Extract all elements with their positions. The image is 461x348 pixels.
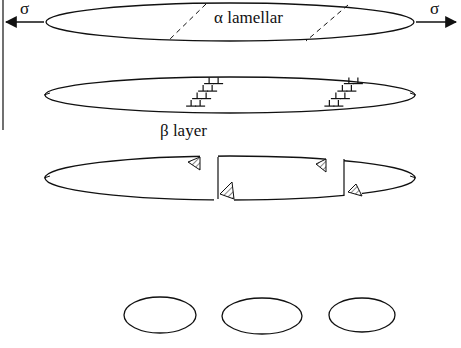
phase-label: β layer	[158, 122, 209, 141]
stress-arrow	[6, 21, 44, 23]
void-wedge	[348, 184, 362, 196]
void-wedge	[220, 182, 234, 199]
stress-symbol: σ	[428, 0, 441, 19]
phase-label: α lamellar	[212, 9, 285, 28]
frame-line	[2, 0, 3, 130]
lamella-shape: α lamellar	[45, 2, 415, 42]
slip-line	[168, 4, 206, 41]
stress-arrow	[416, 21, 456, 23]
tip-crack	[410, 93, 416, 95]
globular-fragment	[222, 298, 302, 334]
stress-symbol: σ	[18, 0, 31, 19]
lamella-outline	[45, 156, 415, 200]
globular-fragment	[329, 298, 395, 332]
slip-line	[306, 5, 348, 41]
crack-face	[217, 157, 218, 199]
tip-crack	[410, 176, 416, 178]
tip-crack	[44, 93, 50, 95]
dislocation-pileup	[186, 78, 363, 107]
void-wedge	[316, 159, 326, 172]
void-wedge	[188, 157, 200, 170]
crack-face	[343, 159, 344, 196]
globular-fragment	[124, 297, 196, 333]
tip-crack	[44, 176, 50, 178]
lamella-outline	[45, 77, 415, 113]
